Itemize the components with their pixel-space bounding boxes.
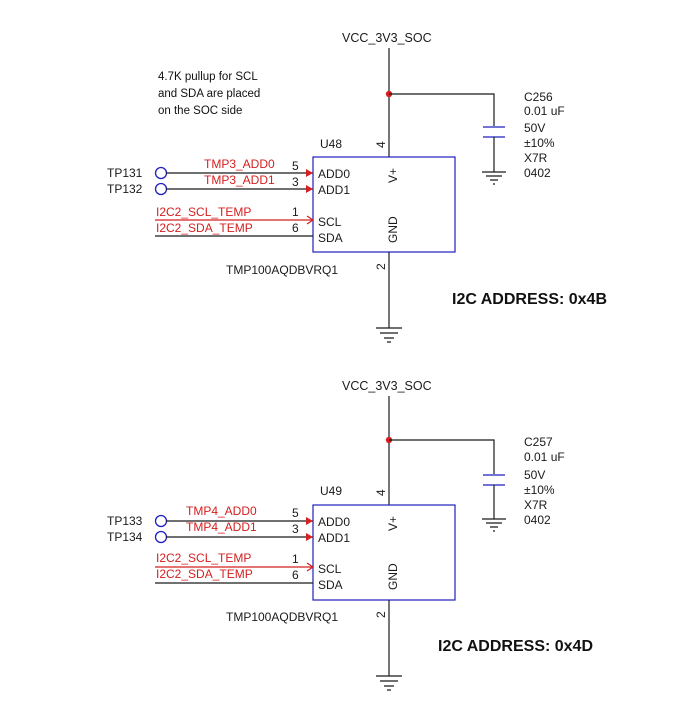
cap-dielectric: X7R — [524, 151, 548, 165]
pin-name-gnd: GND — [386, 216, 400, 243]
pin-name-add1: ADD1 — [318, 183, 350, 197]
testpoint-label: TP132 — [107, 182, 143, 196]
pin-num-gnd: 2 — [374, 611, 388, 618]
chip-body — [312, 504, 456, 601]
pin-arrow-icon — [306, 185, 313, 193]
i2c-address: I2C ADDRESS: 0x4B — [452, 291, 607, 308]
i2c-address: I2C ADDRESS: 0x4D — [438, 638, 593, 655]
pin-name-scl: SCL — [318, 562, 342, 576]
testpoint-circle-icon — [154, 514, 168, 528]
pin-num-vplus: 4 — [374, 489, 388, 496]
testpoint-label: TP134 — [107, 530, 143, 544]
note-line-2: and SDA are placed — [158, 88, 260, 100]
testpoint-circle-icon — [154, 166, 168, 180]
sensor-block-u48: VCC_3V3_SOC C256 0.01 uF 50V ±10% X7R 04… — [107, 31, 607, 343]
cap-tolerance: ±10% — [524, 136, 555, 150]
pin-num-sda: 6 — [292, 568, 299, 582]
pin-name-sda: SDA — [318, 578, 343, 592]
net-label-add0: TMP4_ADD0 — [186, 504, 257, 518]
supply-label: VCC_3V3_SOC — [342, 379, 432, 393]
scl-input-arrow-icon — [306, 215, 315, 225]
pin-num-gnd: 2 — [374, 263, 388, 270]
pin-name-vplus: V+ — [386, 168, 400, 183]
pin-name-vplus: V+ — [386, 516, 400, 531]
capacitor-plates — [483, 126, 505, 138]
pin-arrow-icon — [306, 533, 313, 541]
cap-ref: C256 — [524, 90, 553, 104]
net-label-sda: I2C2_SDA_TEMP — [156, 567, 253, 581]
cap-voltage: 50V — [524, 121, 545, 135]
pin-arrow-icon — [306, 169, 313, 177]
cap-dielectric: X7R — [524, 498, 548, 512]
ground-icon — [376, 327, 402, 343]
capacitor-c257: C257 0.01 uF 50V ±10% X7R 0402 — [482, 435, 565, 532]
cap-package: 0402 — [524, 166, 551, 180]
pin-num-add1: 3 — [292, 175, 299, 189]
testpoint-label: TP131 — [107, 166, 143, 180]
cap-value: 0.01 uF — [524, 104, 565, 118]
testpoint-circle-icon — [154, 530, 168, 544]
cap-tolerance: ±10% — [524, 483, 555, 497]
ground-icon — [482, 518, 506, 532]
net-label-sda: I2C2_SDA_TEMP — [156, 221, 253, 235]
testpoint-label: TP133 — [107, 514, 143, 528]
pin-name-gnd: GND — [386, 563, 400, 590]
cap-package: 0402 — [524, 513, 551, 527]
pin-name-scl: SCL — [318, 215, 342, 229]
chip-ref: U49 — [320, 484, 342, 498]
sensor-block-u49: VCC_3V3_SOC C257 0.01 uF 50V ±10% X7R 04… — [107, 379, 593, 691]
cap-top-wire — [389, 439, 495, 474]
chip-body — [312, 156, 456, 253]
chip-ref: U48 — [320, 137, 342, 151]
pin-name-sda: SDA — [318, 231, 343, 245]
cap-ref: C257 — [524, 435, 553, 449]
pin-num-add0: 5 — [292, 159, 299, 173]
cap-value: 0.01 uF — [524, 450, 565, 464]
note-line-3: on the SOC side — [158, 105, 242, 117]
ground-icon — [376, 675, 402, 691]
pin-num-add0: 5 — [292, 506, 299, 520]
pin-name-add0: ADD0 — [318, 167, 350, 181]
note-line-1: 4.7K pullup for SCL — [158, 71, 258, 83]
ground-icon — [482, 171, 506, 185]
net-label-scl: I2C2_SCL_TEMP — [156, 551, 251, 565]
design-note: 4.7K pullup for SCL and SDA are placed o… — [158, 71, 260, 117]
part-number: TMP100AQDBVRQ1 — [226, 610, 338, 624]
pin-num-add1: 3 — [292, 522, 299, 536]
pin-num-scl: 1 — [292, 552, 299, 566]
net-label-add1: TMP3_ADD1 — [204, 173, 275, 187]
capacitor-c256: C256 0.01 uF 50V ±10% X7R 0402 — [482, 90, 565, 185]
capacitor-plates — [483, 474, 505, 486]
pin-name-add0: ADD0 — [318, 515, 350, 529]
pin-arrow-icon — [306, 517, 313, 525]
pin-num-sda: 6 — [292, 221, 299, 235]
part-number: TMP100AQDBVRQ1 — [226, 263, 338, 277]
testpoint-circle-icon — [154, 182, 168, 196]
pin-name-add1: ADD1 — [318, 531, 350, 545]
cap-voltage: 50V — [524, 468, 545, 482]
pin-num-vplus: 4 — [374, 141, 388, 148]
supply-label: VCC_3V3_SOC — [342, 31, 432, 45]
pin-num-scl: 1 — [292, 205, 299, 219]
net-label-add0: TMP3_ADD0 — [204, 157, 275, 171]
scl-input-arrow-icon — [306, 562, 315, 572]
net-label-scl: I2C2_SCL_TEMP — [156, 205, 251, 219]
net-label-add1: TMP4_ADD1 — [186, 520, 257, 534]
cap-top-wire — [389, 93, 495, 126]
